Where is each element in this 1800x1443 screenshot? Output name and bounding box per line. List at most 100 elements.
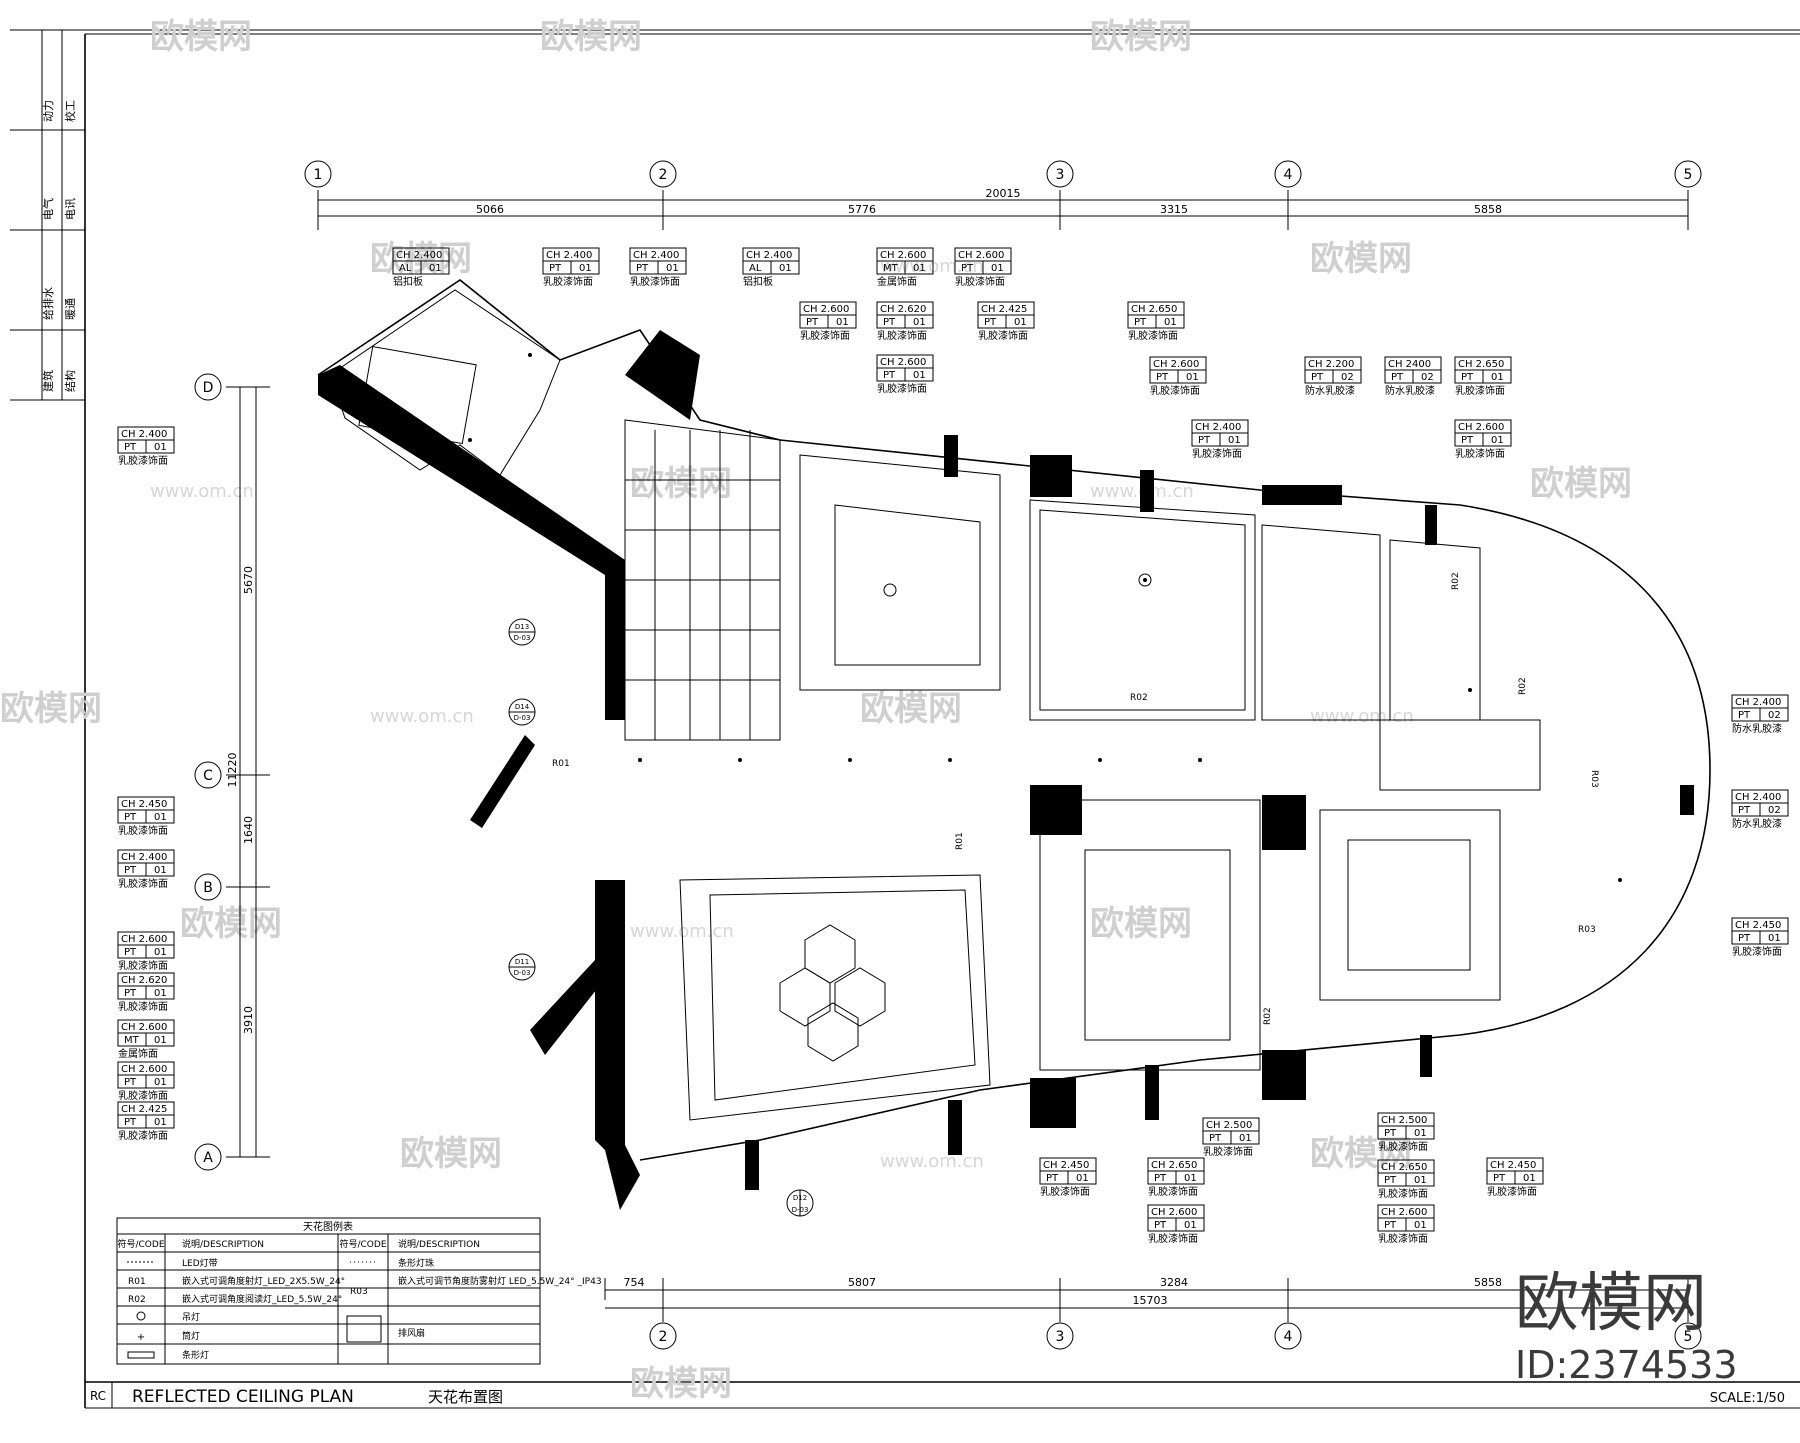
grid-col-label: 1 (314, 167, 323, 183)
column (1262, 485, 1342, 505)
column (1262, 795, 1306, 850)
tag-material: 铝扣板 (393, 275, 423, 288)
tag-number: 02 (1768, 805, 1781, 816)
watermark-brand: 欧模网 (540, 17, 642, 57)
watermark-brand: 欧模网 (1530, 464, 1632, 504)
tag-height: CH 2.600 (121, 934, 167, 945)
tag-number: 01 (1491, 435, 1504, 446)
legend-code: R01 (128, 1277, 146, 1287)
tag-number: 01 (1768, 933, 1781, 944)
tag-code: PT (124, 812, 137, 823)
fixture-code: R02 (1518, 677, 1528, 695)
tag-height: CH 2.400 (396, 250, 442, 261)
fixture-dots (468, 353, 1622, 882)
tag-height: CH 2.200 (1308, 359, 1354, 370)
tag-code: PT (549, 263, 562, 274)
wall-stub-sw (530, 960, 600, 1055)
column (1140, 470, 1154, 512)
section-sheet: D-03 (514, 634, 531, 642)
fixture-code: R01 (552, 759, 570, 769)
dim-top: 5776 (848, 203, 876, 216)
legend-table: 天花图例表 符号/CODE 说明/DESCRIPTION 符号/CODE 说明/… (116, 1217, 541, 1365)
tag-code: PT (124, 442, 137, 453)
legend-col-code: 符号/CODE (339, 1238, 386, 1250)
tag-number: 01 (913, 317, 926, 328)
legend-desc: 嵌入式可调角度阅读灯_LED_5.5W_24° (182, 1293, 342, 1305)
tag-height: CH 2.425 (121, 1104, 167, 1115)
tag-number: 01 (154, 988, 167, 999)
side-label: 动力 (42, 100, 55, 122)
tag-height: CH 2.600 (1381, 1207, 1427, 1218)
tag-code: AL (749, 263, 762, 274)
legend-desc: 条形灯 (182, 1349, 209, 1361)
grid-row-label: C (203, 768, 213, 784)
dim-bottom-total: 15703 (1133, 1294, 1168, 1307)
tag-height: CH 2.450 (1490, 1160, 1536, 1171)
section-markers: D13 D-03 D14 D-03 D11 D-03 D12 D-03 (508, 618, 814, 1217)
tag-material: 乳胶漆饰面 (1732, 945, 1782, 958)
grid-col-label: 2 (659, 1329, 668, 1345)
tag-number: 01 (1076, 1173, 1089, 1184)
legend-desc: 条形灯珠 (398, 1257, 434, 1269)
tag-material: 防水乳胶漆 (1305, 384, 1355, 397)
tag-number: 01 (154, 1077, 167, 1088)
tag-material: 铝扣板 (743, 275, 773, 288)
tag-number: 01 (1186, 372, 1199, 383)
tag-material: 乳胶漆饰面 (1487, 1185, 1537, 1198)
tag-code: PT (1154, 1173, 1167, 1184)
grid-bottom-dimensions: 754 5807 3284 5858 15703 (604, 1276, 1689, 1322)
tag-number: 01 (666, 263, 679, 274)
grid-top-dimensions: 20015 5066 5776 3315 5858 (317, 187, 1689, 230)
tag-code: PT (1384, 1220, 1397, 1231)
tag-height: CH 2.600 (1151, 1207, 1197, 1218)
tag-material: 乳胶漆饰面 (877, 329, 927, 342)
tag-height: CH 2.450 (1735, 920, 1781, 931)
tag-height: CH 2.450 (1043, 1160, 1089, 1171)
tag-number: 01 (1239, 1133, 1252, 1144)
tag-material: 金属饰面 (118, 1047, 158, 1060)
wall-west (318, 365, 625, 720)
tag-code: PT (1209, 1133, 1222, 1144)
tag-code: PT (1156, 372, 1169, 383)
tag-material: 乳胶漆饰面 (1378, 1187, 1428, 1200)
dim-left: 5670 (242, 566, 255, 594)
tag-material: 乳胶漆饰面 (1455, 384, 1505, 397)
tag-code: PT (961, 263, 974, 274)
tag-code: PT (883, 370, 896, 381)
tag-number: 01 (1491, 372, 1504, 383)
section-mark: D13 D-03 (508, 618, 536, 646)
watermark-brand: 欧模网 (0, 689, 102, 729)
grid-col-label: 2 (659, 167, 668, 183)
tag-height: CH 2.650 (1131, 304, 1177, 315)
tag-material: 乳胶漆饰面 (1192, 447, 1242, 460)
dim-top: 5066 (476, 203, 504, 216)
tag-code: MT (883, 263, 899, 274)
tag-material: 乳胶漆饰面 (1040, 1185, 1090, 1198)
tag-height: CH 2.600 (958, 250, 1004, 261)
tag-number: 01 (154, 812, 167, 823)
grid-col-label: 4 (1284, 1329, 1293, 1345)
watermark-brand: 欧模网 (1310, 1134, 1412, 1174)
tag-material: 乳胶漆饰面 (1203, 1145, 1253, 1158)
tag-height: CH 2.620 (121, 975, 167, 986)
tag-material: 乳胶漆饰面 (543, 275, 593, 288)
legend-desc: 排风扇 (398, 1327, 425, 1339)
tag-number: 01 (429, 263, 442, 274)
legend-desc: 筒灯 (182, 1330, 200, 1342)
tag-height: CH 2.425 (981, 304, 1027, 315)
tag-height: CH 2.650 (1151, 1160, 1197, 1171)
tag-number: 01 (913, 370, 926, 381)
watermark-brand: 欧模网 (1090, 904, 1192, 944)
grid-row-label: D (203, 380, 214, 396)
